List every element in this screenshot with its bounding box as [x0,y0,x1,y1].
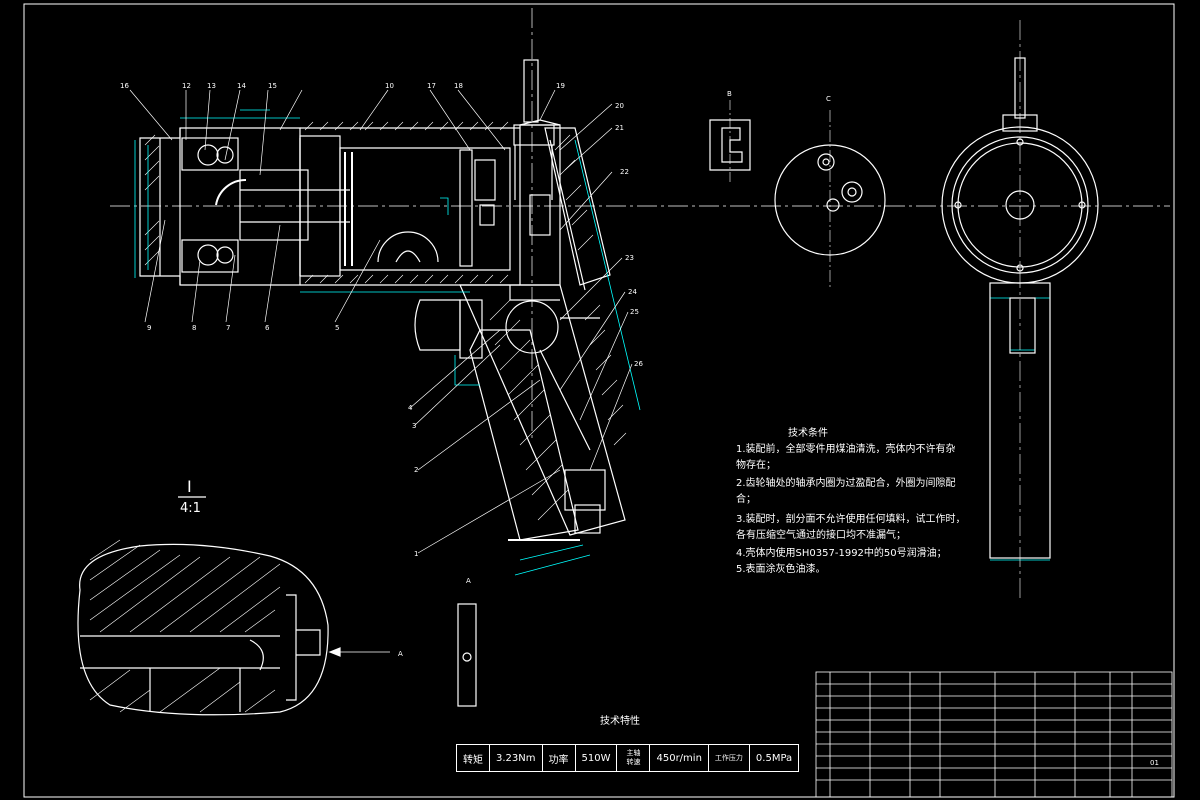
svg-text:9: 9 [147,324,151,332]
view-b-label: B [727,90,732,98]
tech-requirements-title: 技术条件 [788,428,828,439]
title-block [815,671,1173,798]
detail-section-label: A [398,650,403,658]
view-c-label: C [826,95,831,103]
tech-line: 5.表面涂灰色油漆。 [736,564,826,575]
svg-text:10: 10 [385,82,394,90]
speed-value: 450r/min [649,744,709,772]
detail-hatching [89,539,281,713]
svg-text:6: 6 [265,324,270,332]
end-view [941,20,1099,600]
svg-text:13: 13 [207,82,216,90]
pistol-grip [459,284,626,536]
svg-text:5: 5 [335,324,339,332]
cylinder-body [300,127,520,286]
svg-text:19: 19 [556,82,565,90]
svg-text:24: 24 [628,288,637,296]
svg-text:4: 4 [408,404,413,412]
svg-text:18: 18 [454,82,463,90]
torque-value: 3.23Nm [489,744,543,772]
tech-line: 4.壳体内使用SH0357-1992中的50号润滑油； [736,548,947,559]
svg-text:21: 21 [615,124,624,132]
dimension-lines [134,109,1050,576]
power-label: 功率 [541,744,576,772]
svg-text:8: 8 [192,324,196,332]
svg-text:16: 16 [120,82,129,90]
leader-number-labels: 16 12 13 14 15 10 17 18 19 20 21 22 23 2… [120,82,643,558]
torque-label: 转矩 [456,744,490,772]
svg-text:2: 2 [414,466,418,474]
svg-text:25: 25 [630,308,639,316]
svg-text:26: 26 [634,360,643,368]
svg-text:7: 7 [226,324,230,332]
angled-housing [544,127,611,286]
main-section-view [110,8,1170,541]
drawing-number: 01 [1150,759,1159,767]
sheet-border [23,3,1175,798]
specs-table: 转矩 3.23Nm 功率 510W 主轴转速 450r/min 工作压力 0.5… [456,744,800,772]
svg-text:23: 23 [625,254,634,262]
svg-text:12: 12 [182,82,191,90]
svg-text:1: 1 [414,550,418,558]
section-a-view: A [457,577,477,707]
speed-label: 主轴转速 [616,744,651,772]
svg-text:3: 3 [412,422,416,430]
pressure-label: 工作压力 [707,744,750,772]
svg-text:14: 14 [237,82,246,90]
tech-line: 合； [736,494,756,505]
detail-scale: 4:1 [180,501,201,516]
section-hatching [144,121,627,521]
tech-line: 2.齿轮轴处的轴承内圈为过盈配合，外圈为间隙配 [736,478,956,489]
pressure-value: 0.5MPa [748,744,800,772]
tech-line: 各有压缩空气通过的接口均不准漏气； [736,530,906,541]
power-value: 510W [574,744,618,772]
svg-text:15: 15 [268,82,277,90]
specs-title: 技术特性 [600,716,640,727]
leader-lines [129,89,633,554]
view-c: C [774,95,886,290]
view-b: B [709,90,751,185]
detail-label: I [187,477,192,496]
tech-line: 物存在； [736,460,776,471]
tech-line: 3.装配时，剖分面不允许使用任何填料，试工作时， [736,514,966,525]
detail-i-view: I 4:1 A [77,477,403,716]
svg-text:22: 22 [620,168,629,176]
tech-line: 1.装配前，全部零件用煤油清洗，壳体内不许有杂 [736,444,956,455]
section-a-label: A [466,577,471,585]
svg-text:17: 17 [427,82,436,90]
svg-text:20: 20 [615,102,624,110]
